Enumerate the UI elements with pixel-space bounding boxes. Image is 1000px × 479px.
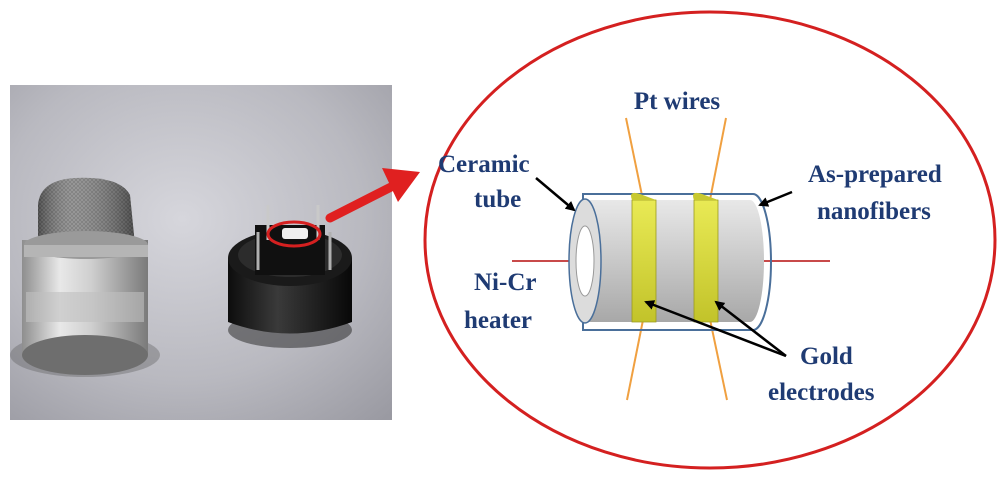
ceramic-tube-arrow	[535, 177, 576, 212]
nanofiber-arrow	[758, 190, 793, 207]
label-gold-2: electrodes	[768, 379, 875, 406]
pt-wires	[625, 117, 728, 401]
gold-electrodes	[631, 192, 719, 323]
label-ceramic-tube-2: tube	[474, 186, 521, 213]
label-nanofibers-1: As-prepared	[808, 161, 942, 188]
zoom-arrow	[325, 168, 420, 223]
gold-arrow-right	[714, 300, 787, 357]
diagram-labels: Pt wires Ceramic tube As-prepared nanofi…	[438, 88, 942, 406]
sensor-metal-cap	[10, 177, 160, 377]
sensing-element	[282, 228, 308, 239]
sensor-photo	[10, 85, 392, 420]
label-heater-2: heater	[464, 307, 532, 334]
sensor-open-base	[228, 205, 352, 348]
label-pt-wires: Pt wires	[634, 88, 721, 115]
label-heater-1: Ni-Cr	[474, 269, 536, 296]
label-ceramic-tube-1: Ceramic	[438, 151, 530, 178]
label-gold-1: Gold	[800, 343, 853, 370]
callout-arrows	[535, 177, 793, 358]
ceramic-tube	[568, 193, 772, 331]
gold-arrow-left	[644, 300, 787, 358]
label-nanofibers-2: nanofibers	[817, 198, 931, 225]
highlight-ellipse	[266, 220, 322, 248]
